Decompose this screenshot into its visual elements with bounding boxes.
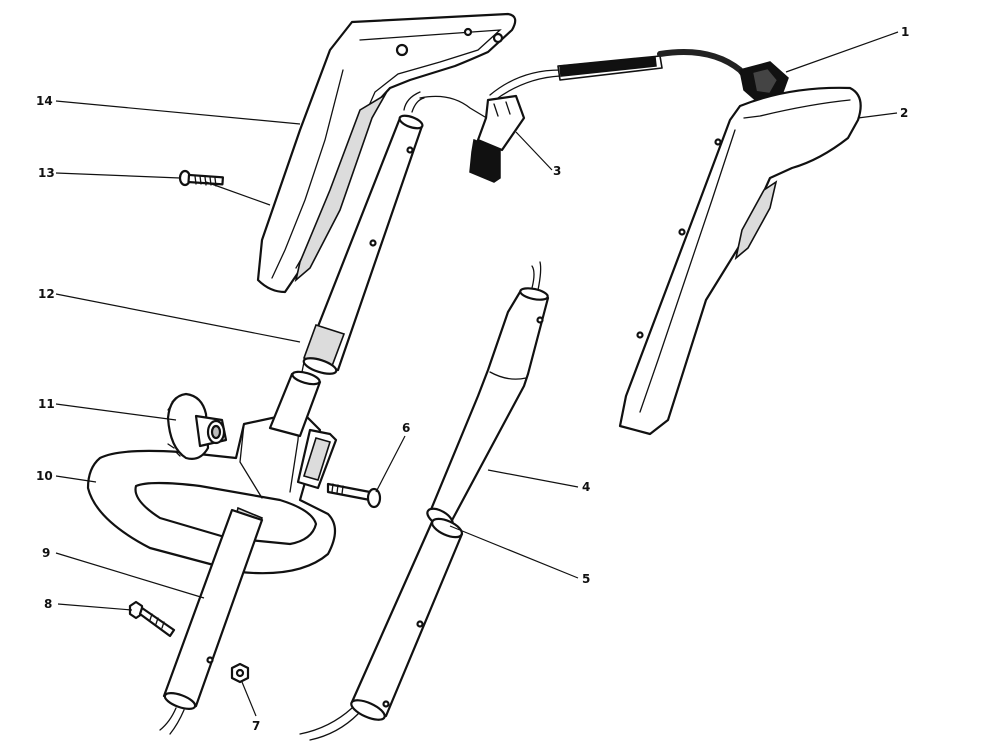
bolt-8 (128, 600, 176, 638)
callout-1: 1 (901, 25, 909, 39)
callout-numbers: 1 2 3 4 5 6 7 8 9 10 11 12 13 14 (36, 25, 909, 733)
wiring-harness (419, 49, 796, 121)
callout-6: 6 (402, 421, 410, 435)
callout-9: 9 (42, 546, 50, 560)
right-handle-half (618, 86, 862, 436)
upper-tube-12 (302, 91, 425, 375)
callout-7: 7 (252, 719, 260, 733)
callout-2: 2 (900, 106, 908, 120)
callout-14: 14 (36, 94, 53, 108)
callout-8: 8 (44, 597, 52, 611)
leader-lines (55, 31, 899, 717)
callout-4: 4 (582, 480, 590, 494)
left-handle-half (256, 12, 517, 294)
knob-11 (166, 392, 228, 460)
screw-13 (178, 169, 225, 187)
switch-3 (469, 94, 526, 183)
callout-13: 13 (38, 166, 55, 180)
tube-5 (299, 517, 464, 741)
nut-7 (230, 662, 250, 684)
callout-12: 12 (38, 287, 55, 301)
tube-4 (426, 261, 550, 529)
hub-neck (268, 361, 322, 438)
handle-tube-9 (159, 508, 264, 735)
callout-3: 3 (553, 164, 561, 178)
bracket (296, 428, 338, 490)
bolt-6 (326, 482, 382, 509)
callout-11: 11 (38, 397, 55, 411)
callout-5: 5 (582, 572, 590, 586)
connector-1 (739, 61, 789, 105)
callout-10: 10 (36, 469, 53, 483)
